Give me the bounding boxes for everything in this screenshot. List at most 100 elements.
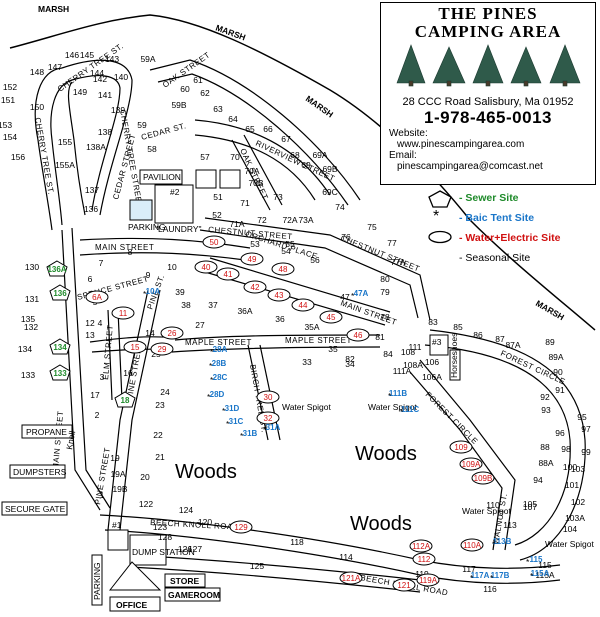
site-70B: 70B <box>248 178 263 188</box>
road-network <box>9 14 596 593</box>
site-115: 115 <box>538 560 552 570</box>
site-147: 147 <box>48 62 62 72</box>
site-140: 140 <box>114 72 128 82</box>
site-89A: 89A <box>548 352 563 362</box>
svg-text:129: 129 <box>234 523 248 532</box>
svg-text:110A: 110A <box>463 541 482 550</box>
site-65: 65 <box>245 124 255 134</box>
site-135: 135 <box>21 314 35 324</box>
site-97: 97 <box>581 424 591 434</box>
site-59B: 59B <box>171 100 186 110</box>
site-77A: 77A <box>390 257 405 267</box>
site-133: 133 <box>21 370 35 380</box>
gameroom-box <box>164 587 221 602</box>
water-electric-site-112A: 112A <box>409 539 433 553</box>
site-111: 111 <box>409 342 422 352</box>
svg-text:11: 11 <box>119 309 128 318</box>
tent-site-113B: 113B <box>493 537 512 546</box>
legend: - Sewer Site * - Baic Tent Site - Water+… <box>425 188 600 273</box>
email-label: Email: <box>389 150 417 161</box>
site-51: 51 <box>213 192 223 202</box>
parking-left-box <box>91 554 103 606</box>
site-96: 96 <box>555 428 565 438</box>
site-19: 19 <box>110 453 120 463</box>
site-117: 117 <box>462 564 476 574</box>
header-card: THE PINES CAMPING AREA 28 CCC Road Salis… <box>380 2 596 185</box>
site-91: 91 <box>555 385 565 395</box>
site-102: 102 <box>571 497 585 507</box>
site-123: 123 <box>153 522 167 532</box>
water-electric-site-42: 42 <box>243 280 267 294</box>
site-83: 83 <box>428 317 438 327</box>
site-127: 127 <box>188 544 202 554</box>
site-75: 75 <box>367 222 377 232</box>
water-spigot-4: Water Spigot <box>545 539 594 549</box>
site-53: 53 <box>250 239 260 249</box>
site-70: 70 <box>230 152 240 162</box>
svg-text:49: 49 <box>248 255 257 264</box>
sewer-site-136: 136 <box>49 284 71 301</box>
site-94: 94 <box>533 475 543 485</box>
store-box <box>164 573 206 588</box>
svg-text:109: 109 <box>454 443 468 452</box>
website-label: Website: <box>389 128 428 139</box>
asterisk-icon: * <box>210 375 214 385</box>
horseshoes-label: Horseshoes <box>449 333 459 378</box>
horseshoes-box <box>449 349 461 381</box>
propane-box <box>21 424 73 439</box>
water-electric-site-109A: 109A <box>459 457 483 471</box>
asterisk-icon: * <box>526 557 530 567</box>
site-92: 92 <box>540 392 550 402</box>
site-7: 7 <box>99 258 104 268</box>
tent-site-31D: 31D <box>225 404 240 413</box>
water-electric-site-110A: 110A <box>460 538 484 552</box>
water-electric-site-129: 129 <box>229 520 253 534</box>
legend-seasonal: - Seasonal Site <box>459 252 531 264</box>
site-36A: 36A <box>237 306 252 316</box>
site-128: 128 <box>158 532 172 542</box>
site-125: 125 <box>250 561 264 571</box>
site-152: 152 <box>3 82 17 92</box>
phone-number[interactable]: 1-978-465-0013 <box>424 108 552 127</box>
site-134: 134 <box>18 344 32 354</box>
tent-site-28A: 28A <box>213 345 228 354</box>
svg-text:136: 136 <box>53 289 67 298</box>
site-88: 88 <box>540 442 550 452</box>
site-13: 13 <box>85 330 95 340</box>
site-69B: 69B <box>322 164 337 174</box>
site-57: 57 <box>200 152 210 162</box>
site-86: 86 <box>473 330 483 340</box>
site-155A: 155A <box>55 160 75 170</box>
site-6: 6 <box>88 274 93 284</box>
office-box <box>109 596 161 612</box>
site-60: 60 <box>180 84 190 94</box>
propane-label: PROPANE <box>26 427 67 437</box>
site-17: 17 <box>90 390 100 400</box>
tent-site-47A: 47A <box>354 289 369 298</box>
site-103A: 103A <box>565 513 585 523</box>
laundry-label: "LAUNDRY" <box>155 224 202 234</box>
website-link[interactable]: www.pinescampingarea.com <box>397 139 525 150</box>
asterisk-icon: * <box>470 573 474 583</box>
email-link[interactable]: pinescampingarea@comcast.net <box>397 161 543 172</box>
pine-trees-icon <box>396 44 581 87</box>
water-electric-site-44: 44 <box>291 298 315 312</box>
tent-site-10A: 10A <box>146 287 161 296</box>
water-electric-site-46: 46 <box>346 328 370 342</box>
asterisk-icon: * <box>351 291 355 301</box>
site-82: 82 <box>345 354 355 364</box>
svg-text:44: 44 <box>299 301 308 310</box>
asterisk-icon: * <box>400 407 404 417</box>
site-93: 93 <box>541 405 551 415</box>
site-69C: 69C <box>322 187 338 197</box>
site-107: 107 <box>523 502 537 512</box>
site-35: 35 <box>328 344 338 354</box>
water-electric-site-29: 29 <box>150 342 174 356</box>
street-chestnut-2: CHESTNUT STREET <box>339 234 421 274</box>
tent-site-117A: 117A <box>471 571 490 580</box>
site-36: 36 <box>275 314 285 324</box>
asterisk-icon: * <box>207 392 211 402</box>
site-89: 89 <box>545 337 555 347</box>
site-149: 149 <box>73 87 87 97</box>
